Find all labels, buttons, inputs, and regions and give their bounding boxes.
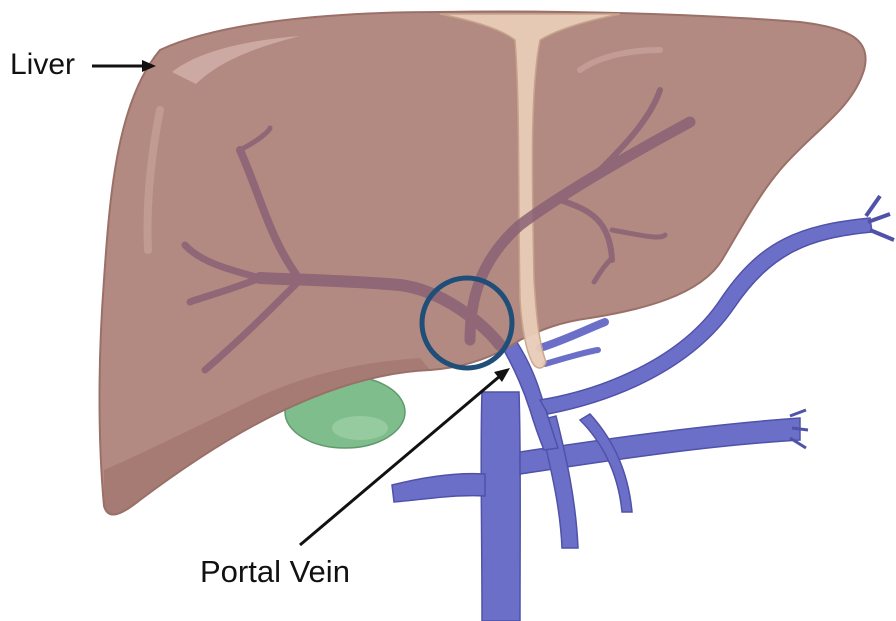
left-branch-vein [392, 474, 485, 502]
liver-label: Liver [10, 50, 75, 80]
portal-vein-label: Portal Vein [200, 556, 350, 587]
inferior-vena-cava [481, 392, 520, 621]
